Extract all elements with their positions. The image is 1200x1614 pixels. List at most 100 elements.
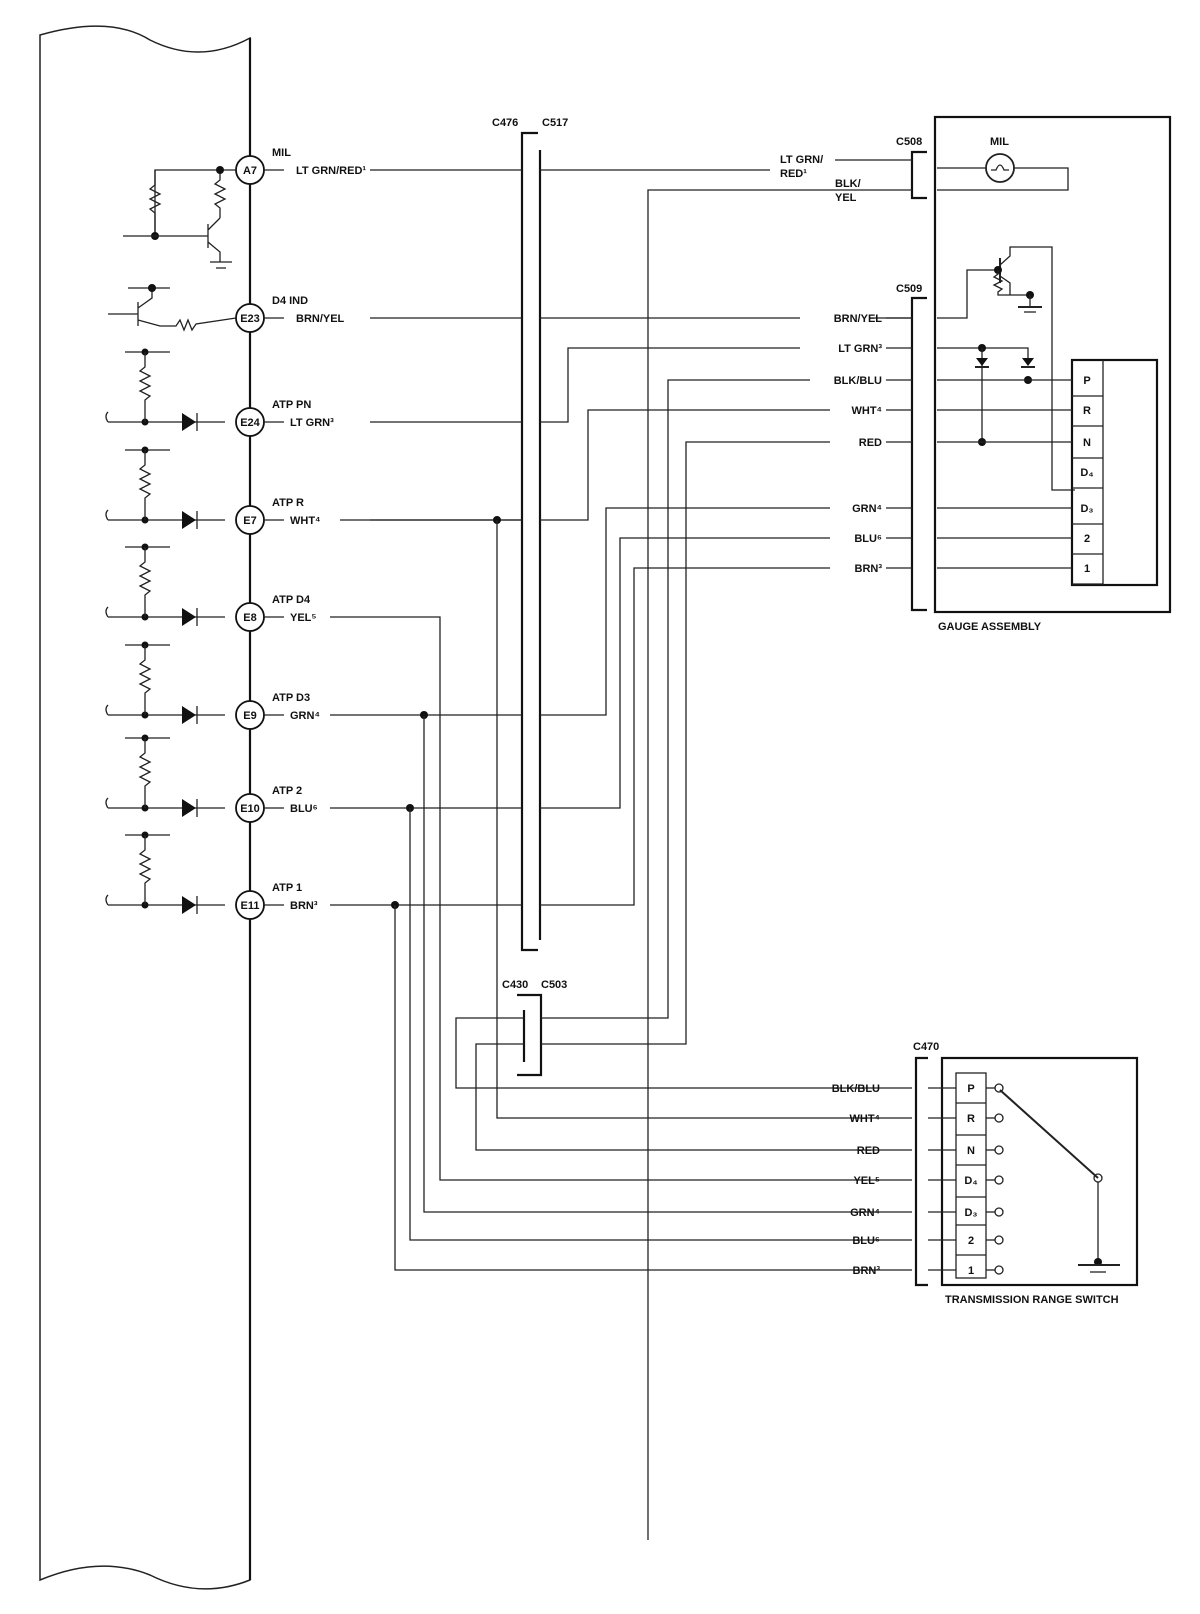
diode-icon (182, 608, 196, 626)
c508-wire-label: YEL (835, 192, 857, 204)
gauge-transistor-icon (937, 246, 1075, 491)
trs-position-3: D₄ (964, 1175, 977, 1187)
c470-wire-label: YEL⁵ (853, 1175, 880, 1187)
a7-transistor-icon (123, 217, 232, 269)
trs-contact-icon (994, 1207, 1004, 1217)
junction-dot (216, 166, 224, 174)
c470-wire-label: WHT⁴ (850, 1113, 881, 1125)
e23-drive-circuit (108, 287, 237, 332)
resistor-icon (138, 738, 152, 808)
diode-icon (182, 511, 196, 529)
wire-label: BLU⁶ (290, 803, 318, 815)
signal-label: ATP D4 (272, 594, 311, 606)
resistor-icon (138, 547, 152, 617)
wire-label: LT GRN³ (290, 417, 334, 429)
c509-wire-label: RED (859, 437, 882, 449)
label-c430: C430 (502, 979, 528, 991)
wire-label: BRN³ (290, 900, 318, 912)
trs-position-6: 1 (968, 1265, 974, 1277)
mil-label: MIL (990, 136, 1009, 148)
wire-red (541, 441, 830, 1045)
trs-contact-icon (994, 1175, 1004, 1185)
wire-blu (540, 537, 830, 809)
ecm-pin-label: E10 (240, 803, 260, 815)
c470-wire-label: RED (857, 1145, 880, 1157)
c470-wire-label: GRN⁴ (850, 1207, 880, 1219)
mil-lamp-icon (985, 153, 1015, 183)
c508-wire-label: RED¹ (780, 168, 807, 180)
resistor-icon (138, 450, 152, 520)
signal-label: ATP 1 (272, 882, 302, 894)
connector-c509 (910, 296, 927, 612)
trs-contact-icon (994, 1083, 1004, 1093)
gauge-position-1: R (1083, 405, 1091, 417)
junction-dot (148, 284, 156, 292)
ecm-pin-label: A7 (243, 165, 257, 177)
mil-wiring (937, 167, 1069, 191)
wire-label: YEL⁵ (290, 612, 317, 624)
gauge-diode-network (937, 344, 1035, 446)
trs-contact-icon (994, 1113, 1004, 1123)
c509-wire-label: LT GRN³ (838, 343, 882, 355)
wire-blu-trs (409, 808, 912, 1241)
gauge-position-5: 2 (1084, 533, 1090, 545)
signal-label: MIL (272, 147, 291, 159)
wire-blk-yel (647, 189, 912, 1540)
c508-wire-label: LT GRN/ (780, 154, 823, 166)
c509-wire-label: BRN/YEL (834, 313, 883, 325)
input-wire (105, 894, 225, 906)
signal-label: ATP 2 (272, 785, 302, 797)
c509-wire-label: BLK/BLU (834, 375, 882, 387)
label-c476: C476 (492, 117, 518, 129)
resistor-icon (138, 645, 152, 715)
trs-position-2: N (967, 1145, 975, 1157)
trs-position-5: 2 (968, 1235, 974, 1247)
wire-label: LT GRN/RED¹ (296, 165, 366, 177)
gauge-position-0: P (1083, 375, 1090, 387)
wire-label: BRN/YEL (296, 313, 345, 325)
connector-c503 (517, 993, 543, 1077)
lamp-filament-icon (991, 164, 1009, 171)
wire-yel-trs (330, 616, 912, 1181)
ecm-pin-label: E8 (243, 612, 256, 624)
wire-ltgrn (540, 347, 800, 423)
c509-wire-label: BLU⁶ (854, 533, 882, 545)
trs-contact-icon (994, 1265, 1004, 1275)
trs-box (940, 1056, 1139, 1287)
gauge-position-2: N (1083, 437, 1091, 449)
trs-contact-icon (994, 1235, 1004, 1245)
ecm-pin-label: E9 (243, 710, 256, 722)
wire-label: GRN⁴ (290, 710, 320, 722)
connector-c508 (910, 150, 927, 200)
ecm-pin-label: E11 (241, 900, 260, 912)
wire-brn (540, 567, 830, 906)
c470-wire-label: BLU⁶ (852, 1235, 880, 1247)
resistor-icon (138, 835, 152, 905)
signal-label: ATP PN (272, 399, 311, 411)
diode-icon (182, 896, 196, 914)
label-c517: C517 (542, 117, 568, 129)
ecm-pin-label: E24 (240, 417, 260, 429)
gauge-position-indicator (1070, 358, 1159, 587)
input-wire (105, 606, 225, 618)
trs-wiper (999, 1089, 1120, 1273)
label-c503: C503 (541, 979, 567, 991)
wire-grn (540, 507, 830, 716)
connector-c470 (914, 1056, 928, 1287)
signal-label: ATP D3 (272, 692, 310, 704)
trs-position-0: P (967, 1083, 974, 1095)
c508-wire-label: BLK/ (835, 178, 861, 190)
signal-label: D4 IND (272, 295, 308, 307)
ecm-pin-label: E7 (243, 515, 256, 527)
c470-wire-label: BRN³ (853, 1265, 881, 1277)
wire-wht (540, 409, 830, 521)
label-c508: C508 (896, 136, 922, 148)
input-wire (105, 704, 225, 716)
a7-drive-circuit (154, 169, 236, 236)
trs-position-1: R (967, 1113, 975, 1125)
label-c509: C509 (896, 283, 922, 295)
c509-wire-label: WHT⁴ (852, 405, 883, 417)
gauge-assembly-box (933, 115, 1172, 614)
trs-title: TRANSMISSION RANGE SWITCH (945, 1294, 1119, 1306)
